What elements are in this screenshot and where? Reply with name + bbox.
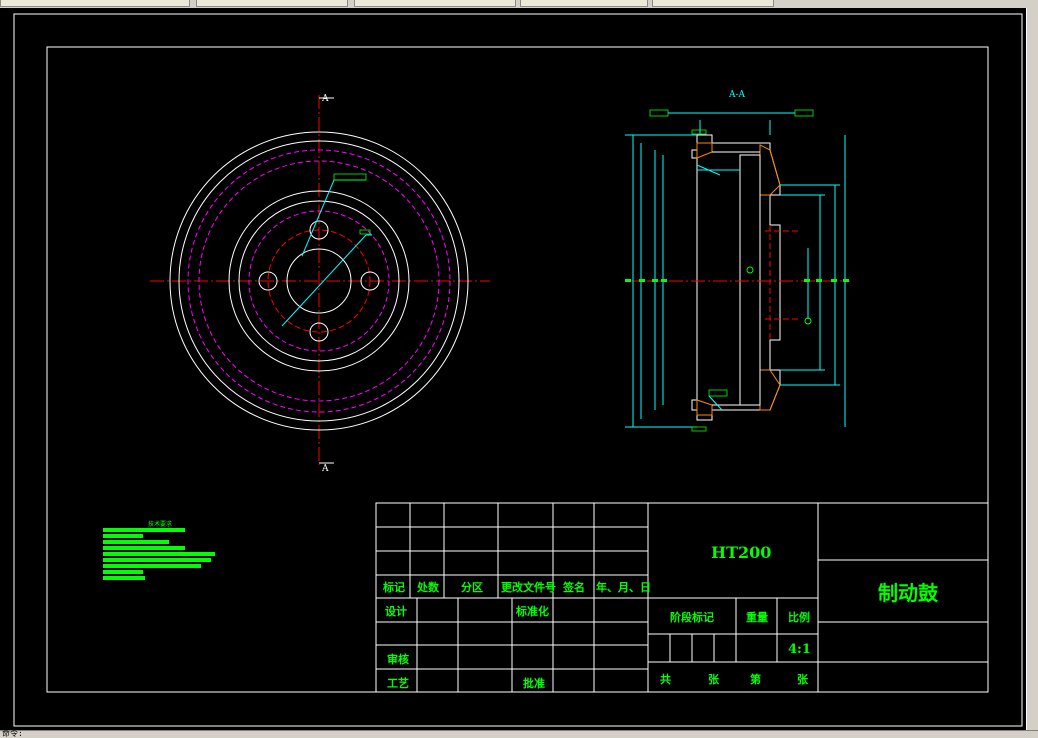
- tab-4[interactable]: [520, 0, 648, 7]
- cell-jieduan: 阶段标记: [670, 610, 714, 624]
- cell-fenqu: 分区: [461, 580, 483, 594]
- tab-5[interactable]: [652, 0, 774, 7]
- section-title: A-A: [728, 90, 746, 100]
- technical-notes: 技术要求: [103, 520, 215, 580]
- front-view: A A: [150, 94, 490, 474]
- document-tab-bar: [0, 0, 1038, 8]
- inner-frame: [46, 46, 989, 693]
- tab-2[interactable]: [196, 0, 348, 7]
- cell-qianming: 签名: [562, 580, 585, 594]
- notes-title: 技术要求: [148, 520, 172, 528]
- cell-sheji: 设计: [385, 604, 407, 618]
- cell-biaoji: 标记: [382, 580, 405, 594]
- cell-biaozhunhua: 标准化: [515, 604, 549, 618]
- material-label: HT200: [711, 543, 771, 562]
- cell-genggai: 更改文件号: [501, 580, 556, 594]
- section-label-bottom: A: [321, 464, 329, 474]
- command-line[interactable]: 命令:: [0, 729, 1038, 738]
- cell-gong: 共: [660, 672, 671, 686]
- cell-zhang-2: 张: [797, 672, 809, 686]
- section-view: A-A: [625, 90, 850, 432]
- section-label-top: A: [321, 94, 329, 104]
- drawing-canvas[interactable]: A A A-A: [0, 8, 1027, 730]
- cell-shenhe: 审核: [387, 652, 409, 666]
- vertical-scrollbar[interactable]: [1026, 8, 1038, 730]
- cell-di: 第: [750, 672, 761, 686]
- title-block: [375, 502, 989, 693]
- title-block-text: 标记 处数 分区 更改文件号 签名 年、月、日 设计 标准化 审核 工艺 批准 …: [382, 543, 939, 690]
- outer-frame: [13, 13, 1023, 727]
- cell-zhang-1: 张: [708, 672, 720, 686]
- cell-chushu: 处数: [416, 580, 440, 594]
- tab-1[interactable]: [0, 0, 190, 7]
- cell-gongyi: 工艺: [387, 676, 409, 690]
- cell-nianyueri: 年、月、日: [596, 580, 651, 594]
- tab-3[interactable]: [354, 0, 516, 7]
- part-name: 制动鼓: [878, 581, 939, 605]
- cad-drawing: A A A-A: [13, 13, 1023, 727]
- scale-value: 4:1: [788, 642, 811, 657]
- cell-zhongliang: 重量: [746, 610, 768, 624]
- command-prompt: 命令:: [2, 729, 23, 738]
- cell-pizhun: 批准: [523, 676, 545, 690]
- cell-bili: 比例: [788, 610, 810, 624]
